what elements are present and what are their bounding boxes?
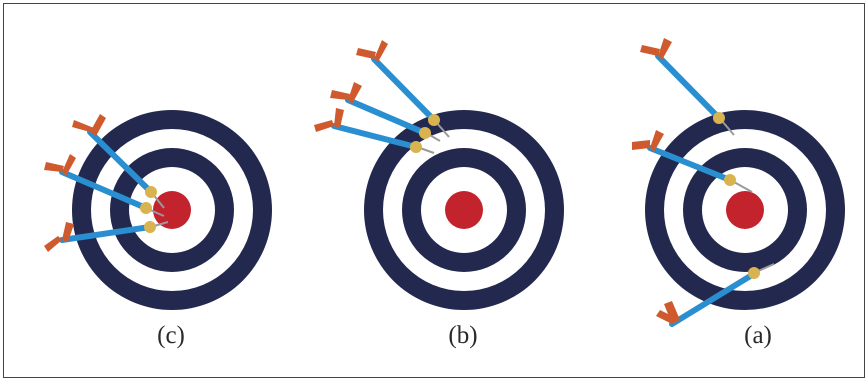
figure-frame: (c) (b) (a)	[3, 3, 865, 378]
caption-a: (a)	[718, 323, 798, 348]
bullseye-c	[153, 191, 191, 229]
darts-b	[314, 40, 449, 153]
bullseye-b	[445, 191, 483, 229]
bullseye-a	[726, 191, 764, 229]
target-diagram	[4, 4, 864, 377]
caption-c: (c)	[131, 323, 211, 348]
caption-b: (b)	[423, 323, 503, 348]
dart-icon	[640, 38, 734, 135]
